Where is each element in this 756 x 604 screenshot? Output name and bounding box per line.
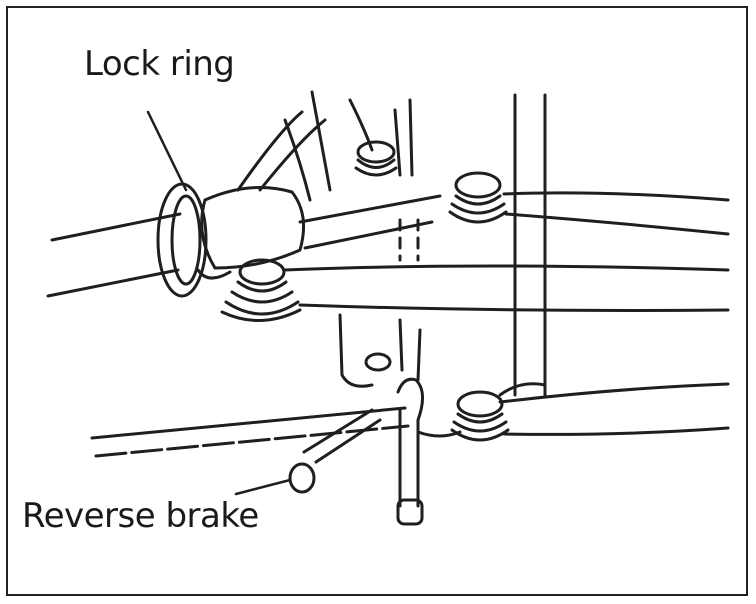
reverse-brake-leader: [234, 478, 292, 496]
reverse-brake-label: Reverse brake: [22, 496, 259, 536]
brake-cable: [288, 408, 382, 494]
bolt-lower-right: [416, 382, 730, 442]
lock-ring-leader: [146, 110, 188, 192]
diagram-frame: [6, 6, 748, 596]
upper-frame-tubes: [236, 90, 414, 202]
bolt-upper-left: [354, 140, 398, 177]
axle-collar: [200, 186, 306, 270]
reverse-brake-rod: [90, 406, 410, 458]
bolt-lower-left: [220, 258, 730, 322]
lock-ring: [156, 182, 232, 298]
brake-lever: [396, 377, 424, 526]
fork-tubes: [398, 93, 547, 397]
bolt-upper-right: [448, 171, 730, 236]
lock-ring-label: Lock ring: [84, 44, 235, 84]
axle-rod: [46, 194, 442, 298]
brake-mechanism: [338, 313, 422, 388]
